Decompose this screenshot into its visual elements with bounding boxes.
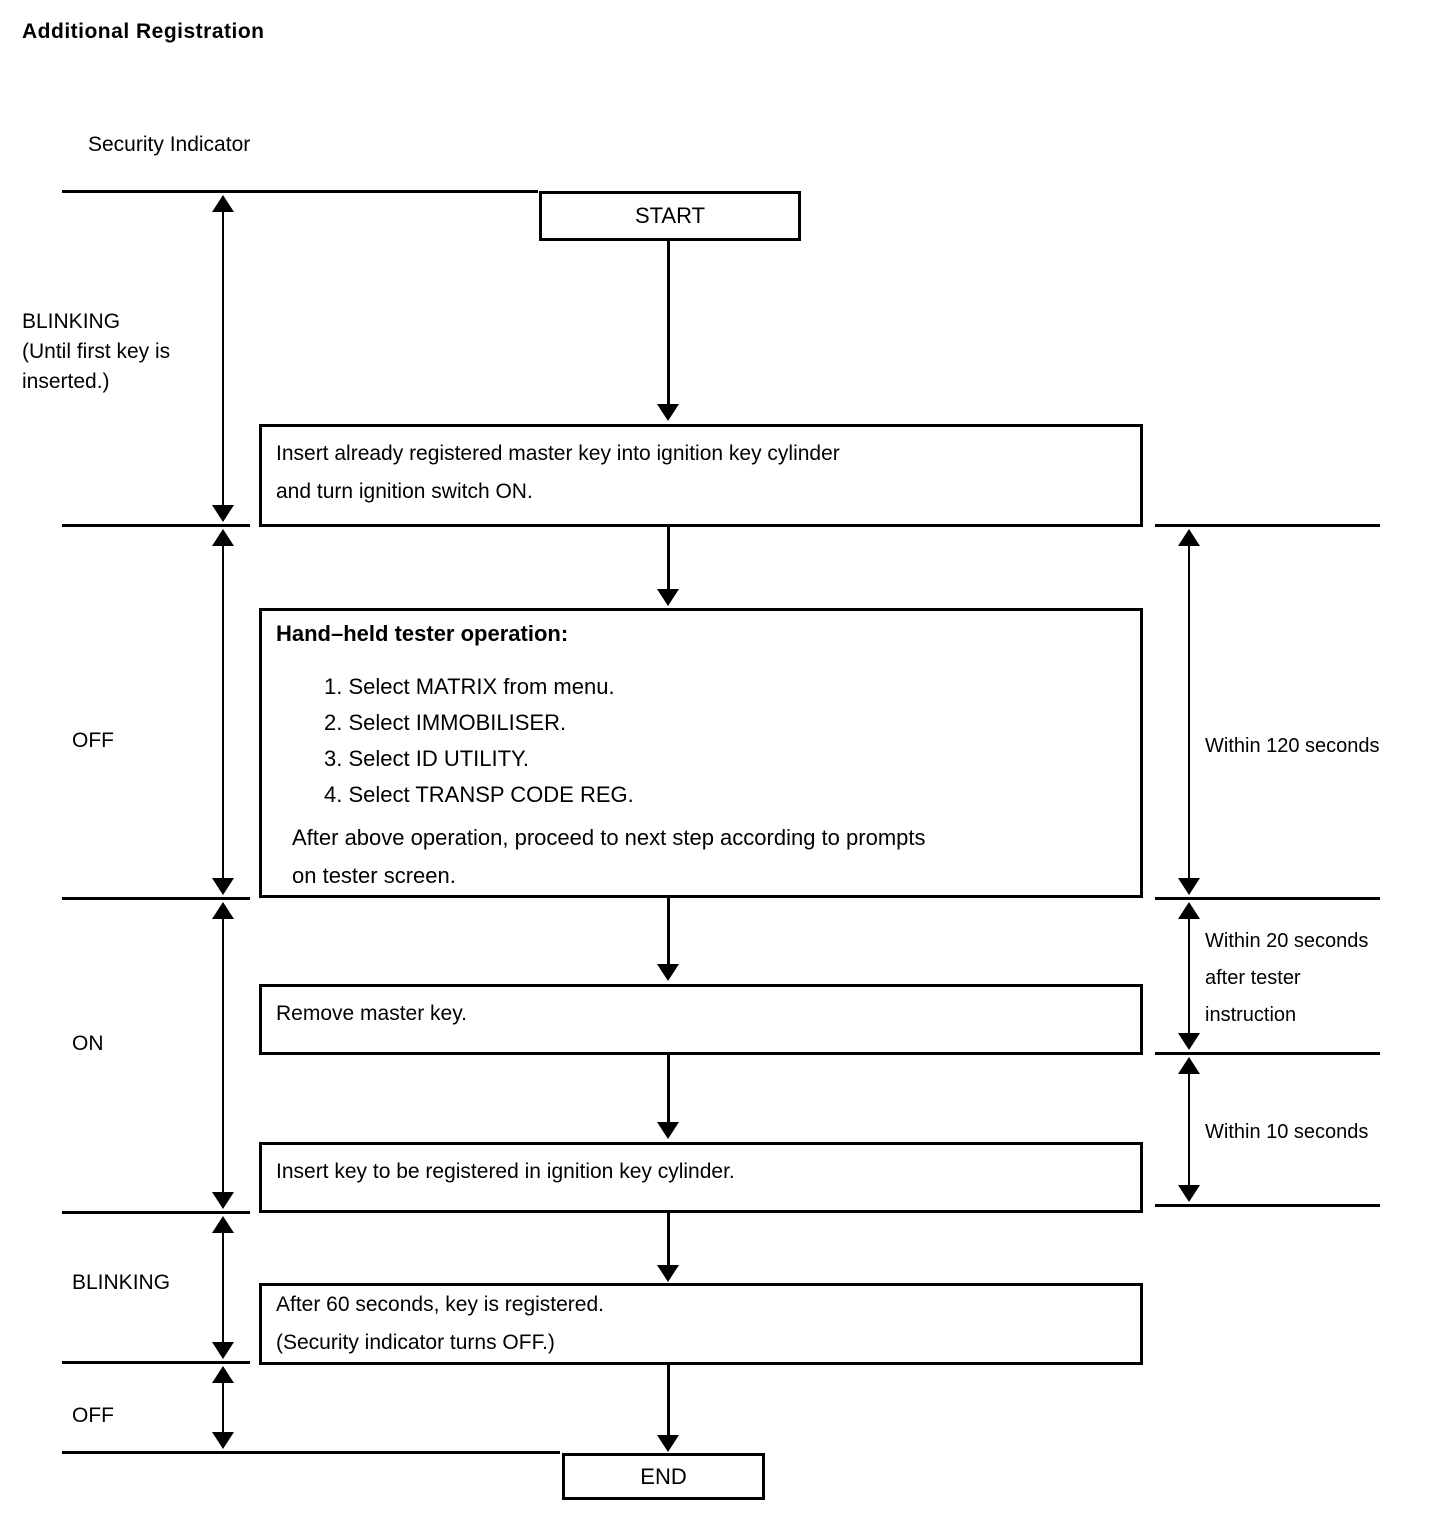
node-key-registered-line2: (Security indicator turns OFF.) — [276, 1331, 555, 1354]
timing-span-120-arrow-down — [1178, 878, 1200, 895]
timing-span-10-shaft — [1188, 1062, 1190, 1192]
timing-rule-20-bot — [1155, 1052, 1380, 1055]
timing-label-20s-line1: Within 20 seconds — [1205, 930, 1369, 952]
timing-span-10-arrow-down — [1178, 1185, 1200, 1202]
state-span-on-arrow-down — [212, 1192, 234, 1209]
node-tester-operation-heading: Hand–held tester operation: — [276, 621, 569, 646]
node-insert-master-key[interactable]: Insert already registered master key int… — [259, 424, 1143, 527]
node-insert-new-key-text: Insert key to be registered in ignition … — [276, 1160, 735, 1183]
state-span-blinking-arrow-down — [212, 505, 234, 522]
timing-label-120s: Within 120 seconds — [1205, 735, 1380, 757]
state-label-off-1: OFF — [72, 729, 114, 752]
flow-insert-new-to-registered-arrowhead — [657, 1265, 679, 1282]
state-span-blinking-shaft — [222, 200, 224, 512]
flow-tester-to-remove-master — [667, 898, 670, 966]
flow-remove-master-to-insert-new-arrowhead — [657, 1122, 679, 1139]
state-span-blinking2-arrow-down — [212, 1342, 234, 1359]
tester-step-2: 2. Select IMMOBILISER. — [324, 710, 567, 735]
node-tester-operation-steps: 1. Select MATRIX from menu. 2. Select IM… — [324, 669, 634, 813]
timeline-divider-off-on — [62, 897, 250, 900]
timing-span-120-shaft — [1188, 534, 1190, 885]
flow-remove-master-to-insert-new — [667, 1055, 670, 1123]
timing-span-20-shaft — [1188, 907, 1190, 1041]
flow-start-to-insert-master — [667, 241, 670, 405]
state-label-blinking-1-note-1: (Until first key is — [22, 340, 171, 363]
security-indicator-header: Security Indicator — [88, 133, 251, 156]
node-tester-operation[interactable]: Hand–held tester operation: 1. Select MA… — [259, 608, 1143, 898]
flow-insert-new-to-registered — [667, 1213, 670, 1267]
tester-step-4: 4. Select TRANSP CODE REG. — [324, 782, 634, 807]
node-remove-master-key[interactable]: Remove master key. — [259, 984, 1143, 1055]
node-key-registered-line1: After 60 seconds, key is registered. — [276, 1293, 604, 1316]
tester-step-1: 1. Select MATRIX from menu. — [324, 674, 615, 699]
node-tester-operation-tail-line2: on tester screen. — [292, 863, 456, 888]
state-span-blinking2-shaft — [222, 1221, 224, 1349]
timing-label-20s-line2: after tester — [1205, 967, 1301, 989]
timing-label-20s-line3: instruction — [1205, 1004, 1297, 1026]
node-tester-operation-tail: After above operation, proceed to next s… — [292, 819, 1132, 895]
node-start[interactable]: START — [539, 191, 801, 241]
tester-step-3: 3. Select ID UTILITY. — [324, 746, 530, 771]
node-tester-operation-tail-line1: After above operation, proceed to next s… — [292, 825, 926, 850]
flow-start-to-insert-master-arrowhead — [657, 404, 679, 421]
node-key-registered[interactable]: After 60 seconds, key is registered. (Se… — [259, 1283, 1143, 1365]
timing-span-20-arrow-down — [1178, 1033, 1200, 1050]
timeline-divider-on-blink — [62, 1211, 250, 1214]
flow-insert-master-to-tester-arrowhead — [657, 589, 679, 606]
node-key-registered-text: After 60 seconds, key is registered. (Se… — [276, 1286, 1132, 1362]
timing-rule-120-bot — [1155, 897, 1380, 900]
state-label-blinking-1-note-2: inserted.) — [22, 370, 110, 393]
flow-registered-to-end — [667, 1365, 670, 1437]
state-label-off-2: OFF — [72, 1404, 114, 1427]
flow-registered-to-end-arrowhead — [657, 1435, 679, 1452]
state-span-off2-arrow-down — [212, 1432, 234, 1449]
timeline-divider-top — [62, 190, 538, 193]
state-label-blinking-2: BLINKING — [72, 1271, 171, 1294]
timing-rule-120-top — [1155, 524, 1380, 527]
state-label-blinking-1: BLINKING (Until first key is inserted.) — [22, 307, 170, 397]
node-insert-master-key-text: Insert already registered master key int… — [276, 435, 1132, 511]
page-title: Additional Registration — [22, 20, 265, 43]
state-span-off-shaft — [222, 534, 224, 885]
timing-rule-10-bot — [1155, 1204, 1380, 1207]
flow-insert-master-to-tester — [667, 527, 670, 591]
state-span-off2-shaft — [222, 1371, 224, 1439]
state-label-blinking-1-text: BLINKING — [22, 310, 121, 333]
state-span-on-shaft — [222, 907, 224, 1199]
timeline-divider-bottom — [62, 1451, 560, 1454]
timeline-divider-blink-off — [62, 524, 250, 527]
node-remove-master-key-text: Remove master key. — [276, 1002, 467, 1025]
timing-label-20s: Within 20 seconds after tester instructi… — [1205, 923, 1368, 1034]
node-insert-master-key-line2: and turn ignition switch ON. — [276, 480, 533, 503]
state-label-on: ON — [72, 1032, 104, 1055]
node-insert-new-key[interactable]: Insert key to be registered in ignition … — [259, 1142, 1143, 1213]
node-insert-master-key-line1: Insert already registered master key int… — [276, 442, 840, 465]
timing-label-10s: Within 10 seconds — [1205, 1121, 1369, 1143]
flow-tester-to-remove-master-arrowhead — [657, 964, 679, 981]
state-span-off-arrow-down — [212, 878, 234, 895]
timeline-divider-blink-off2 — [62, 1361, 250, 1364]
node-end[interactable]: END — [562, 1453, 765, 1500]
